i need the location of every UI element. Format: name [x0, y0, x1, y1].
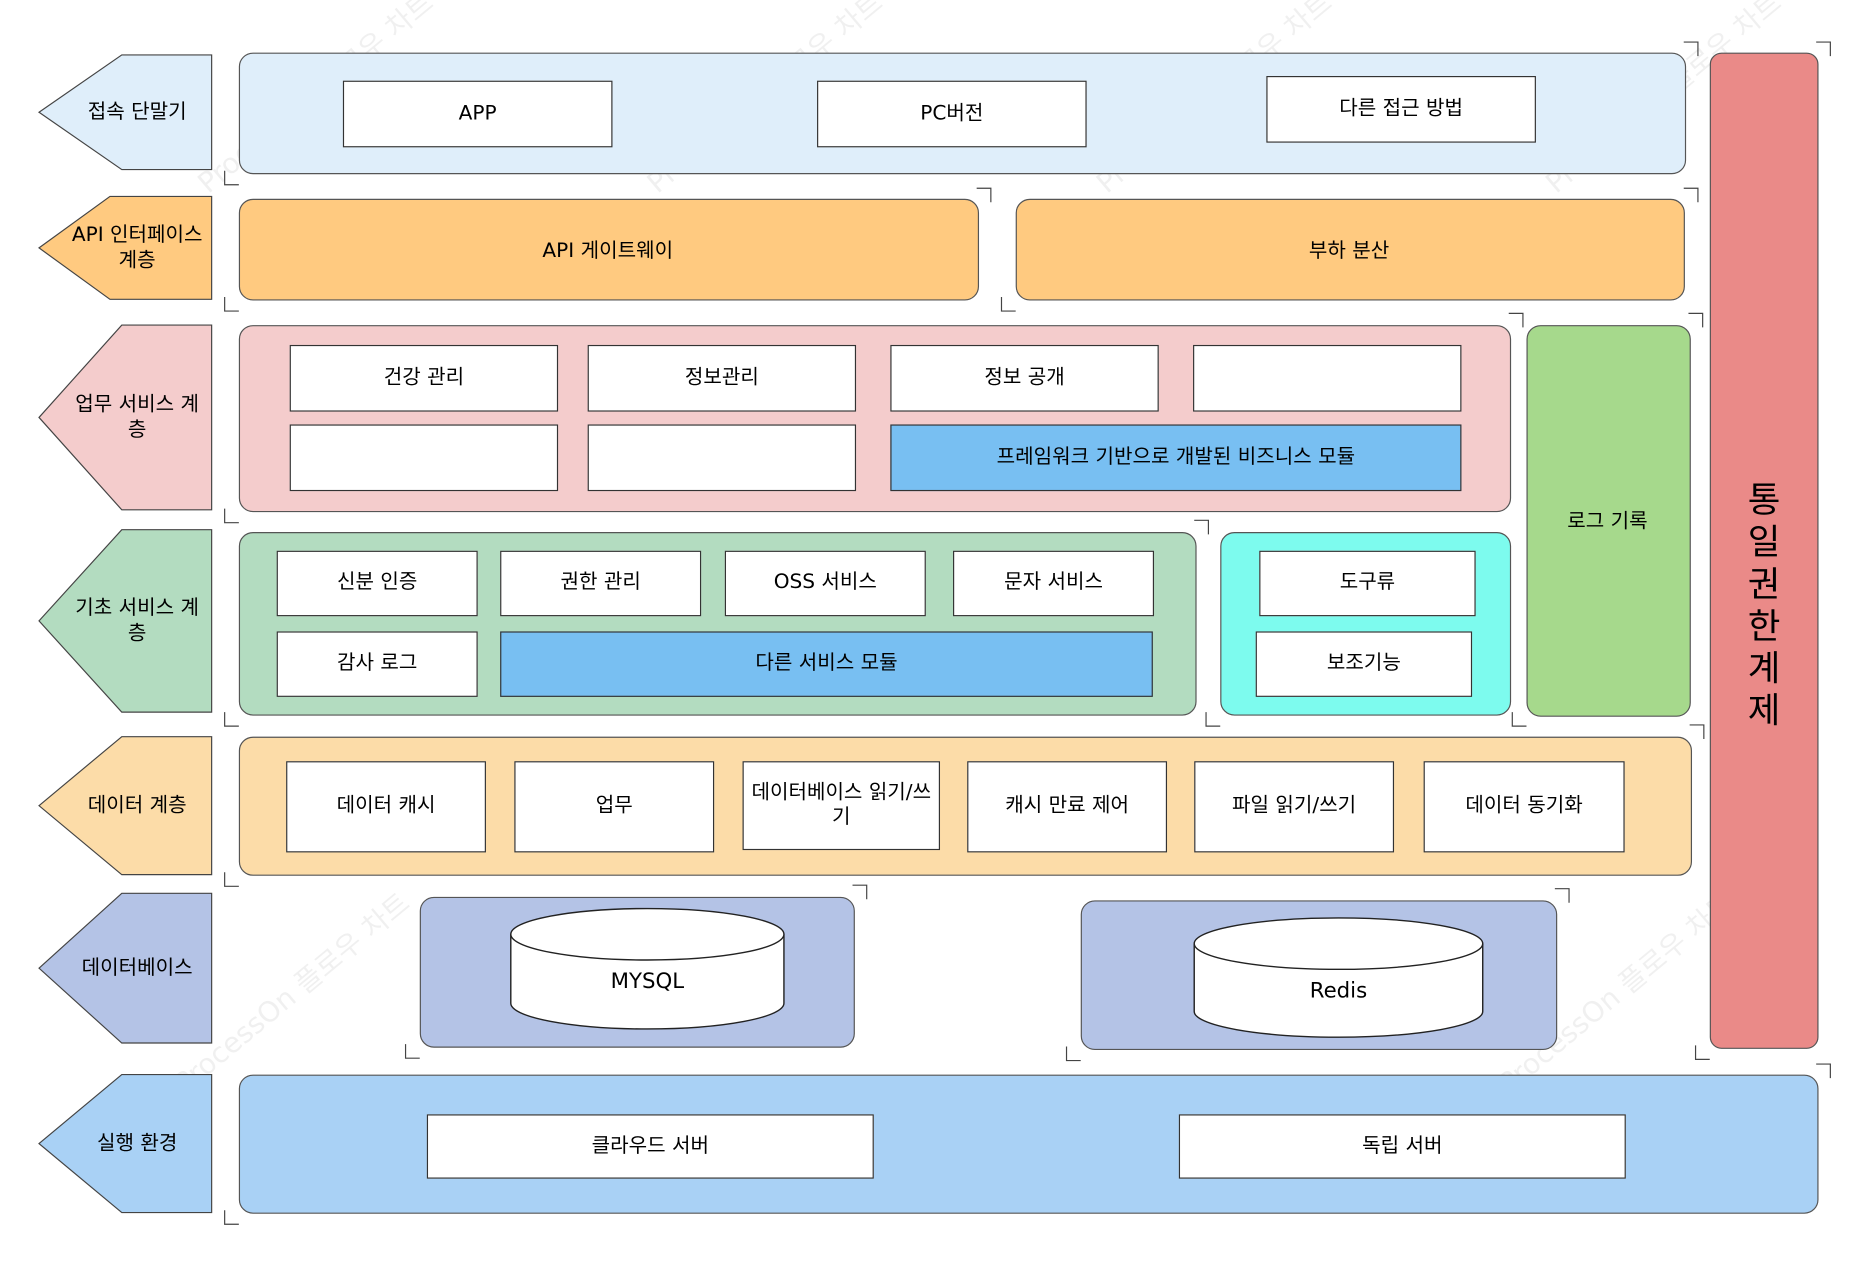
business-empty-box: [1193, 344, 1462, 412]
panel-corner-marker: [222, 1209, 239, 1225]
business-health-box: 건강 관리: [289, 344, 559, 412]
layer-label-runtime: 실행 환경: [96, 1131, 178, 1156]
layer-label-access: 접속 단말기: [87, 100, 187, 124]
panel-corner-marker: [1683, 39, 1701, 57]
panel-corner-marker: [852, 882, 870, 900]
arrow-shape: [38, 529, 213, 713]
arrow-shape: [37, 54, 213, 171]
panel-corner-marker: [1064, 1045, 1081, 1062]
mysql-label: MYSQL: [610, 969, 685, 994]
load-balancing-panel: [1015, 198, 1685, 301]
panel-corner-marker: [976, 185, 994, 203]
basic-audit-log-box: 감사 로그: [276, 631, 478, 697]
panel-corner-marker: [222, 296, 239, 312]
cloud-server-box: 클라우드 서버: [426, 1114, 874, 1179]
layer-label-database: 데이터베이스: [81, 956, 193, 980]
panel-corner-marker: [1508, 310, 1526, 328]
arrow-shape: [38, 892, 213, 1044]
panel-corner-marker: [403, 1043, 420, 1059]
layer-arrow-api: API 인터페이스 계층: [38, 195, 213, 300]
panel-corner-marker: [222, 507, 239, 524]
business-empty-box: [289, 424, 559, 492]
panel-corner-marker: [1693, 1044, 1710, 1060]
basic-oss-box: OSS 서비스: [724, 550, 926, 617]
file-read-write-box: 파일 읽기/쓰기: [1194, 761, 1395, 853]
mysql-cylinder: MYSQL: [510, 907, 785, 1030]
panel-corner-marker: [1688, 310, 1705, 328]
basic-permission-box: 권한 관리: [500, 550, 702, 617]
redis-cylinder: Redis: [1193, 917, 1484, 1039]
data-business-box: 업무: [514, 761, 715, 853]
panel-corner-marker: [222, 170, 239, 186]
api-gateway-label: API 게이트웨이: [542, 239, 674, 264]
layer-label-data: 데이터 계층: [87, 793, 187, 818]
load-balancing-label: 부하 분산: [1308, 239, 1390, 264]
data-sync-box: 데이터 동기화: [1423, 761, 1625, 853]
data-cache-box: 데이터 캐시: [286, 761, 486, 853]
layer-arrow-access: 접속 단말기: [37, 54, 213, 171]
arrow-shape: [38, 1074, 213, 1214]
api-gateway-panel: [238, 198, 980, 301]
tools-box: 도구류: [1259, 550, 1476, 617]
panel-corner-marker: [222, 871, 239, 887]
panel-corner-marker: [1194, 517, 1211, 535]
framework-module-box: 프레임워크 기반으로 개발된 비즈니스 모듈: [890, 424, 1462, 492]
access-app-box: APP: [342, 80, 613, 148]
business-empty-box: [587, 424, 857, 492]
other-service-module-box: 다른 서비스 모듈: [500, 631, 1153, 697]
access-pc-box: PC버전: [817, 80, 1087, 148]
business-info-open-box: 정보 공개: [890, 344, 1159, 412]
layer-label-basic: 기초 서비스 계층: [75, 596, 200, 646]
panel-corner-marker: [1554, 885, 1572, 903]
log-record-panel: [1526, 325, 1691, 717]
layer-arrow-data: 데이터 계층: [38, 736, 213, 876]
panel-corner-marker: [999, 296, 1016, 312]
arrow-shape: [38, 195, 213, 300]
layer-arrow-basic: 기초 서비스 계층: [38, 529, 213, 713]
panel-corner-marker: [1510, 711, 1527, 727]
panel-corner-marker: [222, 711, 239, 727]
db-read-write-box: 데이터베이스 읽기/쓰기: [742, 761, 941, 851]
aux-function-box: 보조기능: [1255, 631, 1473, 697]
panel-corner-marker: [1683, 185, 1701, 203]
layer-arrow-database: 데이터베이스: [38, 892, 213, 1044]
business-info-mgmt-box: 정보관리: [587, 344, 857, 412]
arrow-shape: [38, 736, 213, 876]
log-record-label: 로그 기록: [1567, 509, 1648, 533]
redis-label: Redis: [1309, 978, 1368, 1003]
cache-expiry-box: 캐시 만료 제어: [967, 761, 1168, 853]
panel-corner-marker: [1816, 1061, 1833, 1079]
panel-corner-marker: [1689, 721, 1707, 739]
layer-arrow-business: 업무 서비스 계층: [38, 324, 213, 511]
standalone-server-box: 독립 서버: [1178, 1114, 1626, 1179]
layer-label-business: 업무 서비스 계층: [75, 392, 200, 442]
panel-corner-marker: [1816, 39, 1833, 57]
arrow-shape: [38, 324, 213, 511]
panel-corner-marker: [1204, 711, 1221, 727]
layer-label-api: API 인터페이스 계층: [71, 223, 203, 273]
layer-arrow-runtime: 실행 환경: [38, 1074, 213, 1214]
access-other-box: 다른 접근 방법: [1266, 76, 1536, 143]
basic-sms-box: 문자 서비스: [953, 550, 1155, 617]
basic-identity-box: 신분 인증: [276, 550, 478, 617]
